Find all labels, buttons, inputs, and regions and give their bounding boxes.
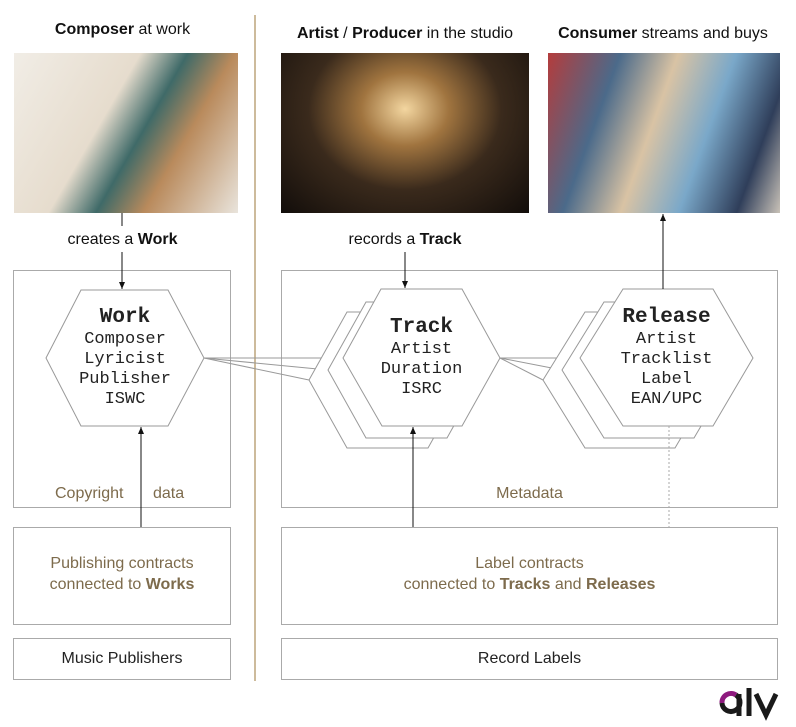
studio-photo: [281, 53, 529, 213]
music-publishers-box: [13, 638, 231, 680]
composer-title: Composer at work: [54, 21, 191, 38]
metadata-label: Metadata: [496, 485, 563, 502]
release-hexagon: [579, 288, 754, 427]
alv-logo: [719, 688, 779, 721]
work-hexagon: [45, 289, 205, 427]
consumer-title: Consumer streams and buys: [558, 25, 768, 42]
creates-work-label: creates a Work: [67, 231, 178, 248]
data-label: data: [153, 485, 185, 502]
label-contracts-box: [281, 527, 778, 625]
consumer-photo: [548, 53, 780, 213]
records-track-label: records a Track: [348, 231, 462, 248]
artist-title: Artist / Producer in the studio: [296, 25, 514, 42]
publishing-contracts-text: Publishing contracts connected to Works: [49, 555, 195, 593]
publishing-contracts-box: [13, 527, 231, 625]
track-hexagon: [342, 288, 501, 427]
label-contracts-text: Label contracts connected to Tracks and …: [403, 555, 656, 593]
record-labels-label: Record Labels: [477, 650, 582, 667]
music-publishers-label: Music Publishers: [61, 650, 183, 667]
copyright-label: Copyright: [55, 485, 124, 502]
record-labels-box: [281, 638, 778, 680]
metadata-box: [281, 270, 778, 508]
composer-photo: [14, 53, 238, 213]
